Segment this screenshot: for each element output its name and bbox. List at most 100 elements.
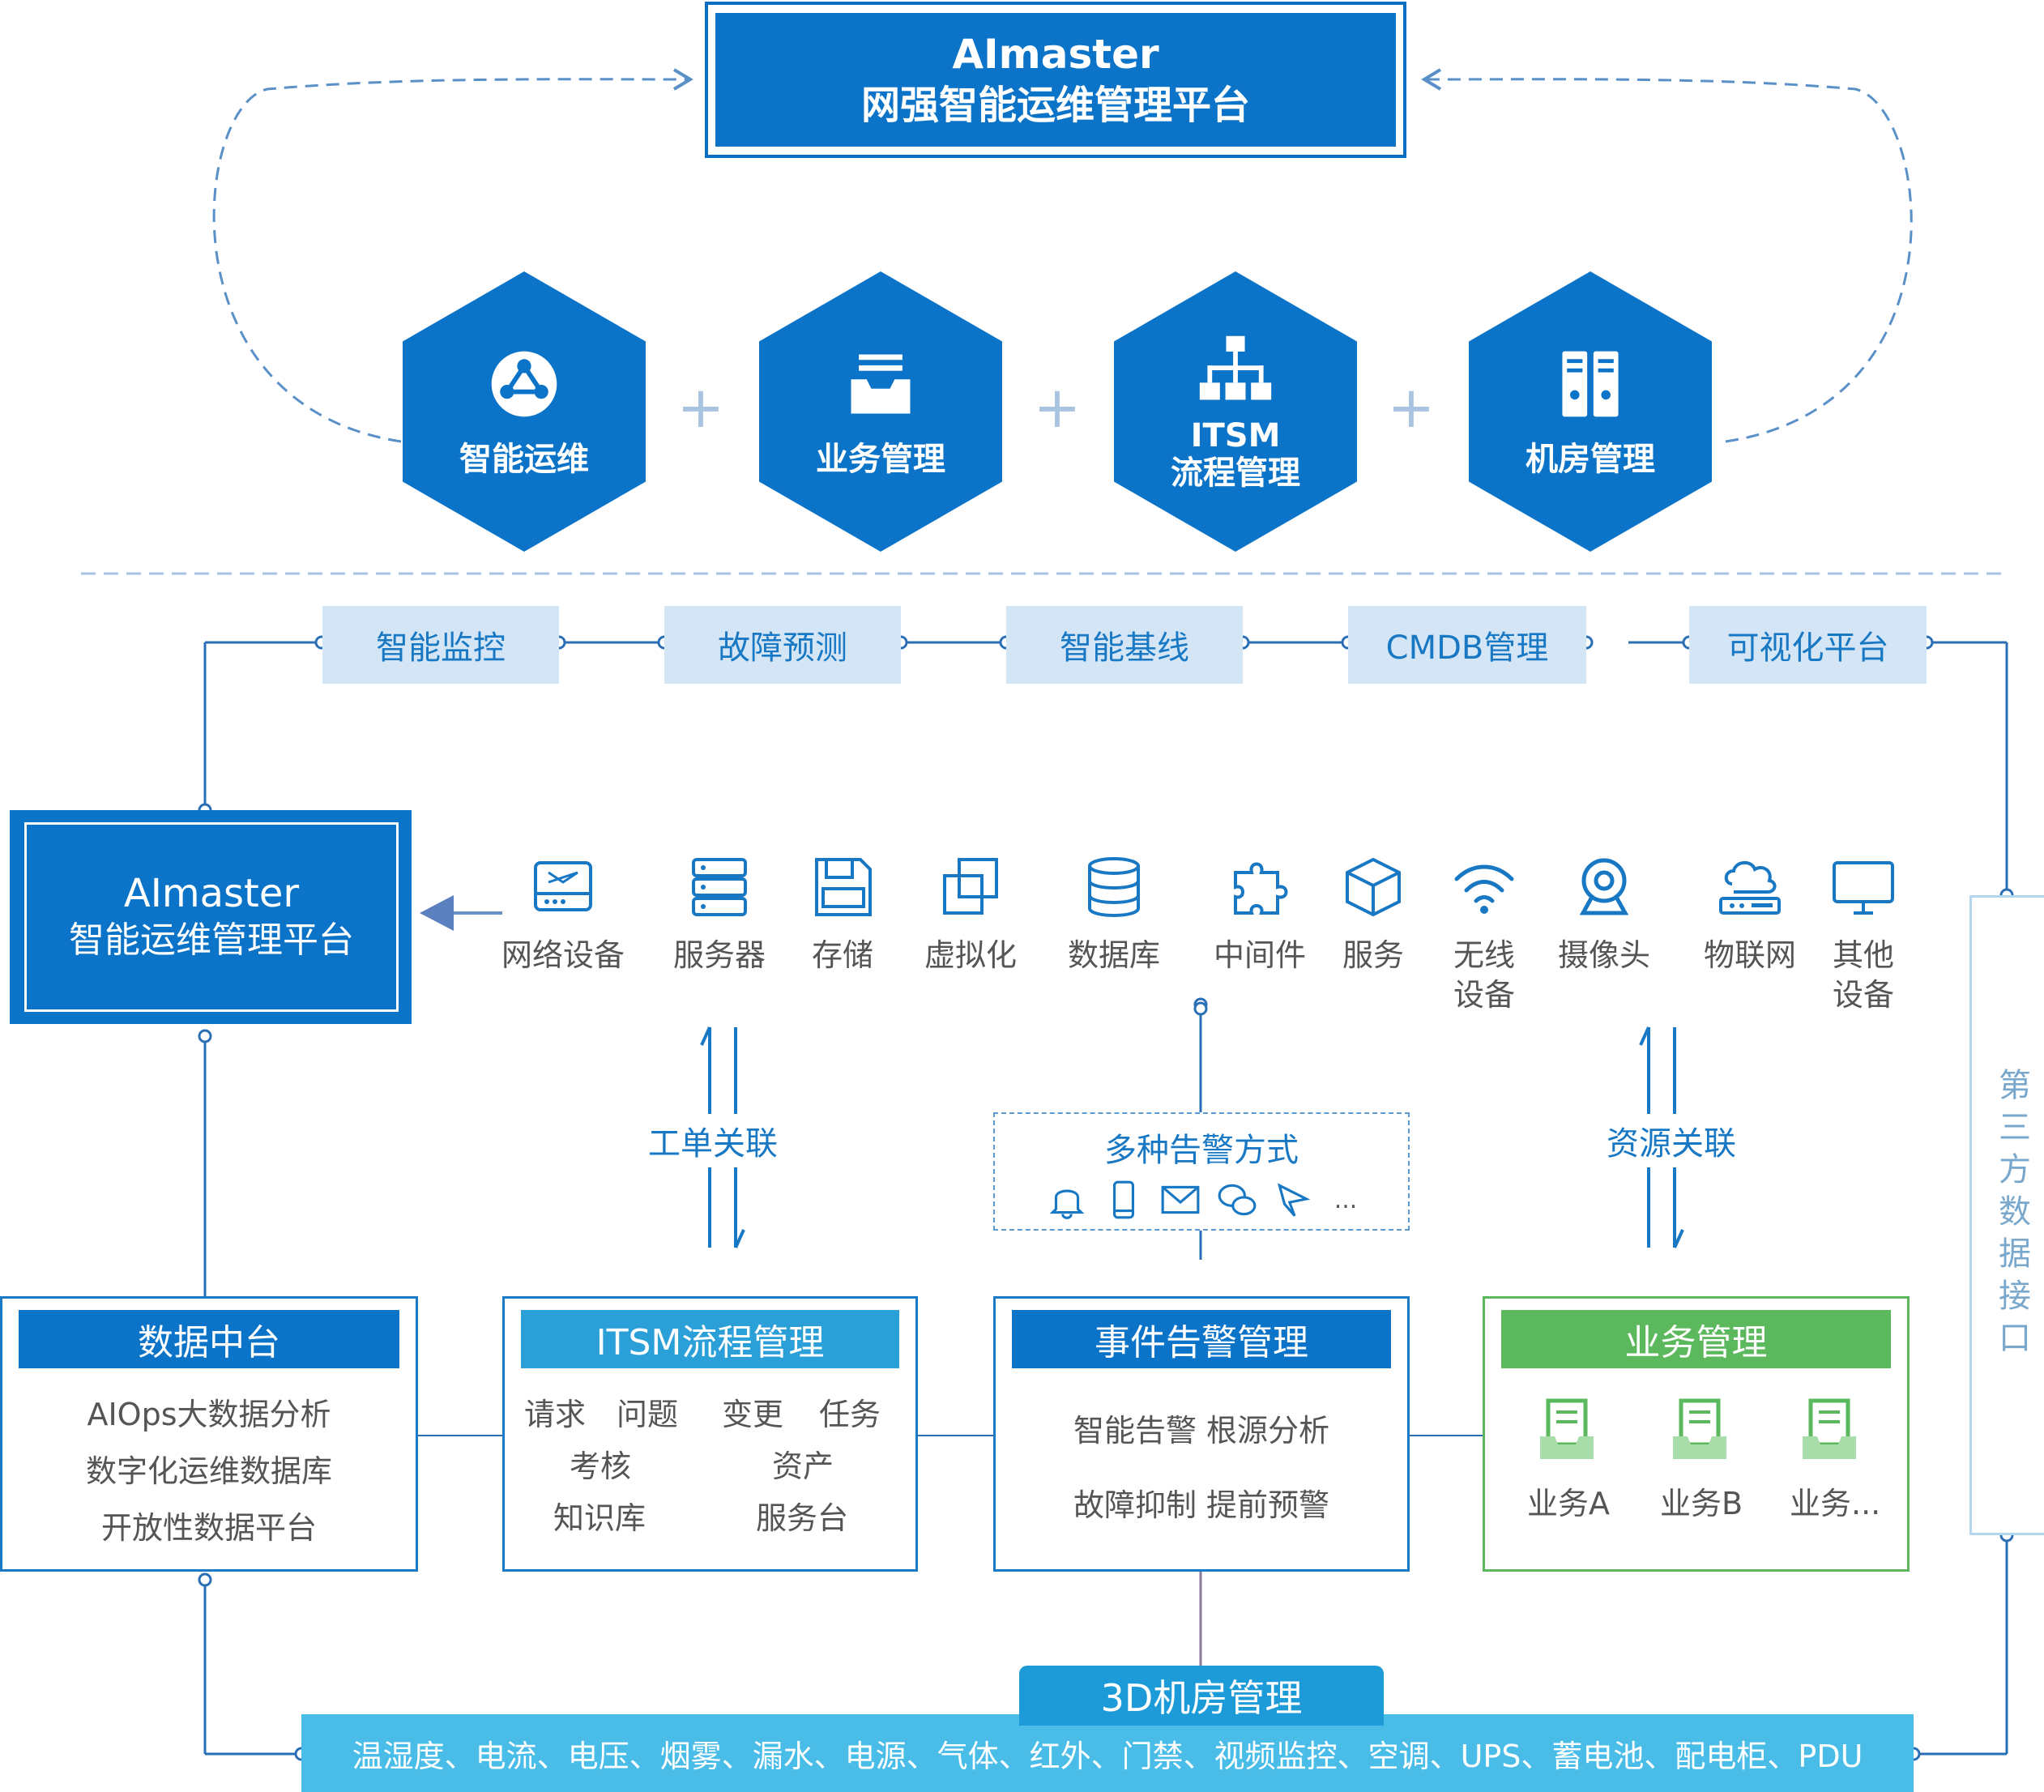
business-doc-icon — [1803, 1398, 1856, 1459]
ai-platform-subtitle: 智能运维管理平台 — [69, 919, 354, 962]
top-platform-box[interactable]: AImaster 网强智能运维管理平台 — [715, 13, 1396, 147]
room-3d-tab[interactable]: 3D机房管理 — [1019, 1666, 1384, 1726]
data-center-line: AIOps大数据分析 — [87, 1397, 331, 1432]
database-icon — [1088, 857, 1140, 917]
device-camera[interactable]: 摄像头 — [1539, 855, 1669, 975]
device-network[interactable]: 网络设备 — [498, 855, 628, 975]
itsm-item: 资产 — [772, 1449, 834, 1484]
top-platform-subtitle: 网强智能运维管理平台 — [860, 82, 1250, 128]
device-label: 虚拟化 — [924, 937, 1017, 973]
puzzle-middleware-icon — [1234, 862, 1288, 915]
feature-tab-monitoring[interactable]: 智能监控 — [322, 606, 559, 684]
alert-methods-title: 多种告警方式 — [1104, 1132, 1299, 1169]
itsm-item: 知识库 — [553, 1500, 646, 1536]
event-alert-line: 智能告警 根源分析 — [1073, 1413, 1330, 1449]
business-item: 业务A — [1527, 1486, 1610, 1521]
ai-platform-box[interactable]: AImaster 智能运维管理平台 — [24, 822, 399, 1012]
feature-tab-fault-prediction[interactable]: 故障预测 — [664, 606, 901, 684]
device-label: 存储 — [811, 937, 873, 973]
device-middleware[interactable]: 中间件 — [1195, 855, 1325, 975]
device-label: 服务器 — [672, 937, 766, 973]
wifi-icon — [1454, 864, 1514, 914]
plus-sign: + — [676, 374, 725, 441]
device-other[interactable]: 其他 设备 — [1815, 855, 1912, 1014]
plus-sign: + — [1033, 374, 1082, 441]
storage-floppy-icon — [815, 858, 872, 916]
itsm-item: 任务 — [819, 1397, 881, 1432]
inbox-tray-icon — [851, 354, 911, 414]
business-doc-icon — [1673, 1398, 1726, 1459]
alert-methods-box: 多种告警方式 ... — [993, 1112, 1410, 1231]
business-doc-icon — [1540, 1398, 1594, 1459]
device-server[interactable]: 服务器 — [655, 855, 784, 975]
hex-label: 业务管理 — [816, 441, 945, 478]
device-label: 网络设备 — [501, 937, 625, 973]
resource-link-label: 资源关联 — [1600, 1114, 1743, 1167]
event-alert-box[interactable]: 事件告警管理 智能告警 根源分析 故障抑制 提前预警 — [993, 1296, 1410, 1572]
hex-label: ITSM 流程管理 — [1171, 417, 1300, 492]
device-storage[interactable]: 存储 — [794, 855, 891, 975]
feature-tab-visualization[interactable]: 可视化平台 — [1689, 606, 1927, 684]
monitor-icon — [1833, 861, 1894, 915]
itsm-item: 变更 — [722, 1397, 784, 1432]
feature-tab-baseline[interactable]: 智能基线 — [1006, 606, 1243, 684]
room-3d-items-bar: 温湿度、电流、电压、烟雾、漏水、电源、气体、红外、门禁、视频监控、空调、UPS、… — [301, 1714, 1914, 1792]
server-icon — [692, 858, 747, 916]
hex-machine-room[interactable]: 机房管理 — [1469, 271, 1712, 552]
itsm-box[interactable]: ITSM流程管理 请求 问题 变更 任务 考核 资产 知识库 服务台 — [502, 1296, 918, 1572]
device-label: 中间件 — [1213, 937, 1306, 973]
globe-network-icon — [491, 351, 557, 417]
device-wireless[interactable]: 无线 设备 — [1436, 855, 1533, 1014]
bird-icon — [1277, 1183, 1311, 1217]
third-party-interface[interactable]: 第三方数据接口 — [1969, 895, 2044, 1535]
webcam-icon — [1579, 858, 1629, 915]
device-database[interactable]: 数据库 — [1049, 855, 1179, 975]
itsm-item: 请求 — [524, 1397, 587, 1432]
plus-sign: + — [1387, 374, 1436, 441]
right-arc-arrow — [1425, 78, 1913, 443]
data-center-box[interactable]: 数据中台 AIOps大数据分析 数字化运维数据库 开放性数据平台 — [0, 1296, 418, 1572]
itsm-item: 问题 — [617, 1397, 679, 1432]
virtualization-icon — [943, 858, 998, 915]
device-label: 摄像头 — [1557, 937, 1650, 973]
ai-platform-title: AImaster — [123, 870, 300, 916]
data-center-line: 数字化运维数据库 — [85, 1453, 332, 1489]
hex-label: 智能运维 — [459, 441, 589, 478]
itsm-item: 服务台 — [756, 1500, 849, 1536]
work-order-link-label: 工单关联 — [642, 1114, 784, 1167]
device-iot[interactable]: 物联网 — [1689, 855, 1811, 975]
input-arrow — [420, 895, 454, 931]
more-dots: ... — [1334, 1185, 1358, 1214]
business-title: 业务管理 — [1501, 1310, 1891, 1368]
top-platform-title: AImaster — [952, 31, 1159, 79]
feature-tab-cmdb[interactable]: CMDB管理 — [1348, 606, 1586, 684]
org-chart-icon — [1199, 335, 1272, 400]
mail-icon — [1161, 1185, 1200, 1214]
server-rack-icon — [1562, 351, 1619, 417]
event-alert-line: 故障抑制 提前预警 — [1073, 1487, 1330, 1523]
bell-icon — [1049, 1189, 1085, 1219]
device-label: 无线 设备 — [1453, 937, 1515, 1013]
iot-cloud-icon — [1719, 861, 1781, 915]
business-item: 业务... — [1790, 1486, 1881, 1521]
itsm-item: 考核 — [570, 1449, 632, 1484]
device-label: 服务 — [1342, 937, 1404, 973]
left-arc-arrow — [212, 78, 689, 443]
itsm-title: ITSM流程管理 — [521, 1310, 899, 1368]
data-center-line: 开放性数据平台 — [100, 1510, 317, 1546]
business-box[interactable]: 业务管理 业务A 业务B 业务... — [1483, 1296, 1910, 1572]
device-label: 物联网 — [1703, 937, 1796, 973]
device-service[interactable]: 服务 — [1329, 855, 1418, 975]
business-item: 业务B — [1660, 1486, 1743, 1521]
third-party-label: 第三方数据接口 — [1993, 1068, 2030, 1363]
data-center-title: 数据中台 — [19, 1310, 399, 1368]
device-virtualization[interactable]: 虚拟化 — [906, 855, 1035, 975]
device-label: 数据库 — [1067, 937, 1160, 973]
event-alert-title: 事件告警管理 — [1012, 1310, 1391, 1368]
ai-platform-frame — [10, 810, 412, 1024]
phone-icon — [1112, 1180, 1134, 1219]
cube-service-icon — [1346, 857, 1401, 917]
device-label: 其他 设备 — [1832, 937, 1894, 1013]
connector-node — [1193, 1001, 1208, 1016]
